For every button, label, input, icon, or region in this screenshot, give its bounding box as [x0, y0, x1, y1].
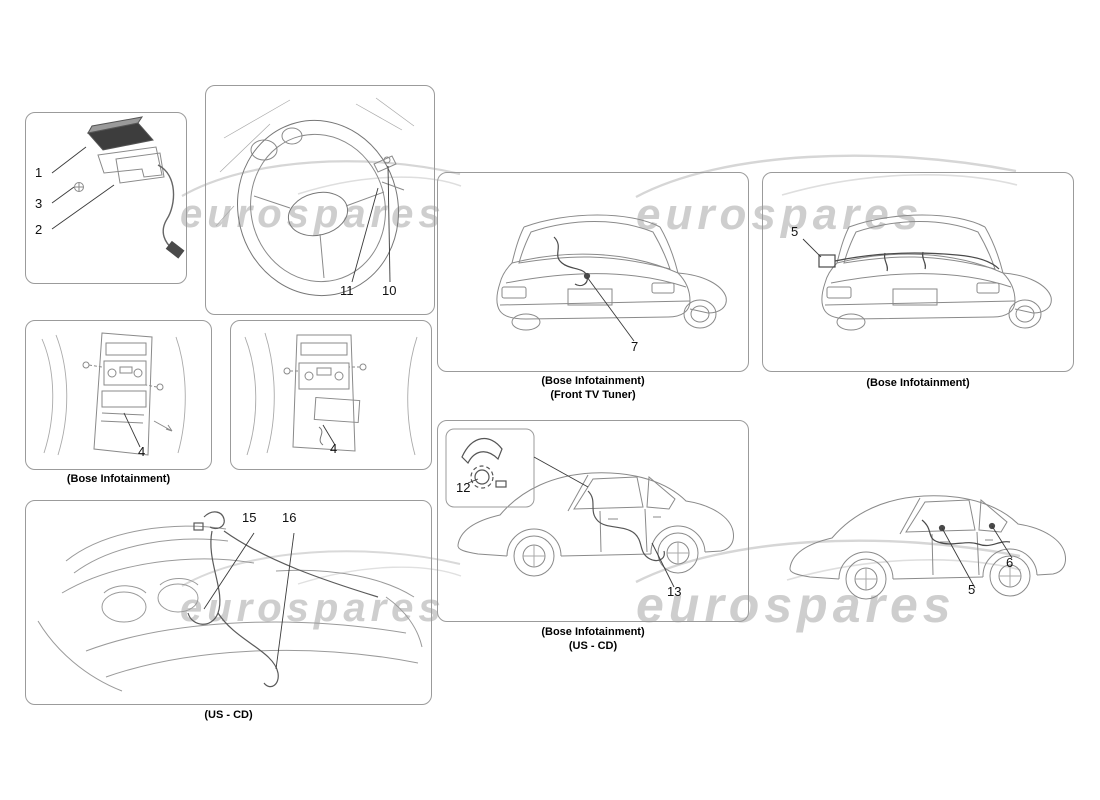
callout-label[interactable]: 3	[35, 196, 43, 211]
panel-car-us-cd: 12 13 (Bose Infotainment) (US - CD)	[437, 420, 749, 652]
callout-label[interactable]: 15	[242, 510, 257, 525]
car-side-sketch	[789, 495, 1066, 600]
panel-steering-wheel: 11 10	[205, 85, 435, 315]
dashboard-sketch	[41, 332, 186, 456]
callout-label[interactable]: 4	[330, 441, 338, 456]
callout-label[interactable]: 6	[1006, 555, 1014, 570]
panel-caption: (Bose Infotainment)	[866, 377, 970, 389]
gps-module-sketch	[51, 116, 185, 259]
callout-label[interactable]: 7	[631, 339, 639, 354]
panel-caption: (Front TV Tuner)	[550, 389, 636, 401]
panel-rear-shelf: 15 16 (US - CD)	[25, 500, 432, 721]
convertible-rear-sketch	[37, 511, 423, 692]
panel-caption: (Bose Infotainment)	[541, 375, 645, 387]
car-rear-sketch	[496, 214, 727, 342]
callout-label[interactable]: 16	[282, 510, 297, 525]
callout-label[interactable]: 10	[382, 283, 397, 298]
callout-label[interactable]: 12	[456, 480, 471, 495]
callout-label[interactable]: 11	[340, 283, 354, 298]
panel-dashboard-left: 4 (Bose Infotainment)	[25, 320, 212, 485]
steering-wheel-sketch	[215, 97, 415, 297]
panel-caption: (Bose Infotainment)	[541, 626, 645, 638]
panel-dashboard-right: 4	[230, 320, 432, 470]
callout-label[interactable]: 2	[35, 222, 43, 237]
panel-car-bose: 5 (Bose Infotainment)	[762, 172, 1074, 389]
panel-caption: (US - CD)	[204, 709, 253, 721]
panel-car-front-tv-tuner: 7 (Bose Infotainment) (Front TV Tuner)	[437, 172, 749, 401]
callout-label[interactable]: 1	[35, 165, 43, 180]
panel-gps-module: 1 3 2	[25, 112, 187, 284]
panel-caption: (US - CD)	[568, 640, 618, 652]
car-side-sketch	[445, 428, 734, 588]
panel-car-rear-harness: 6 5	[762, 430, 1082, 640]
callout-label[interactable]: 13	[667, 584, 682, 599]
panel-caption: (Bose Infotainment)	[66, 473, 171, 485]
car-rear-sketch	[802, 214, 1052, 331]
dashboard-sketch	[244, 332, 418, 456]
callout-label[interactable]: 4	[138, 444, 146, 459]
callout-label[interactable]: 5	[968, 582, 976, 597]
callout-label[interactable]: 5	[791, 224, 799, 239]
